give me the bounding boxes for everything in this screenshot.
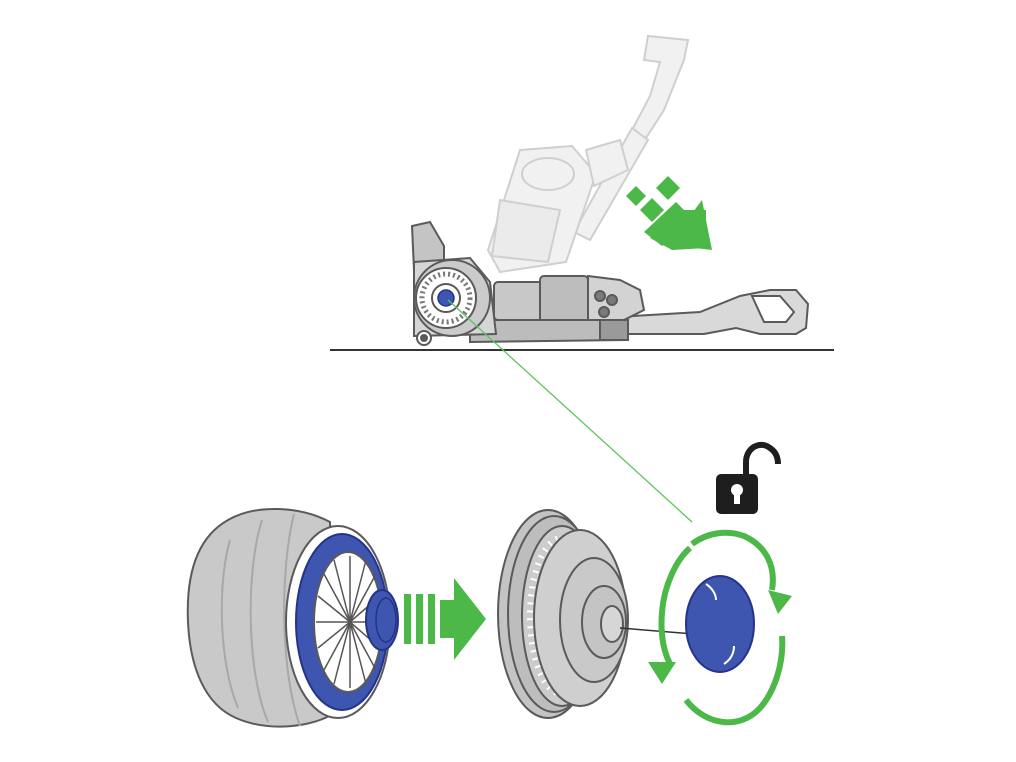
filter-unit	[497, 509, 629, 719]
callout-guide-line	[447, 299, 693, 523]
ball-housing	[186, 507, 399, 728]
push-arrow-icon	[404, 578, 486, 660]
tilt-arrow-icon	[626, 176, 712, 250]
rotate-arrows-icon	[648, 529, 792, 726]
axis-line	[619, 627, 695, 635]
padlock-unlocked-icon	[716, 441, 781, 514]
vacuum-ball	[413, 259, 491, 337]
vacuum-ghost-upright	[486, 34, 690, 274]
vacuum-illustration	[330, 34, 834, 351]
filter-cap	[685, 575, 755, 673]
